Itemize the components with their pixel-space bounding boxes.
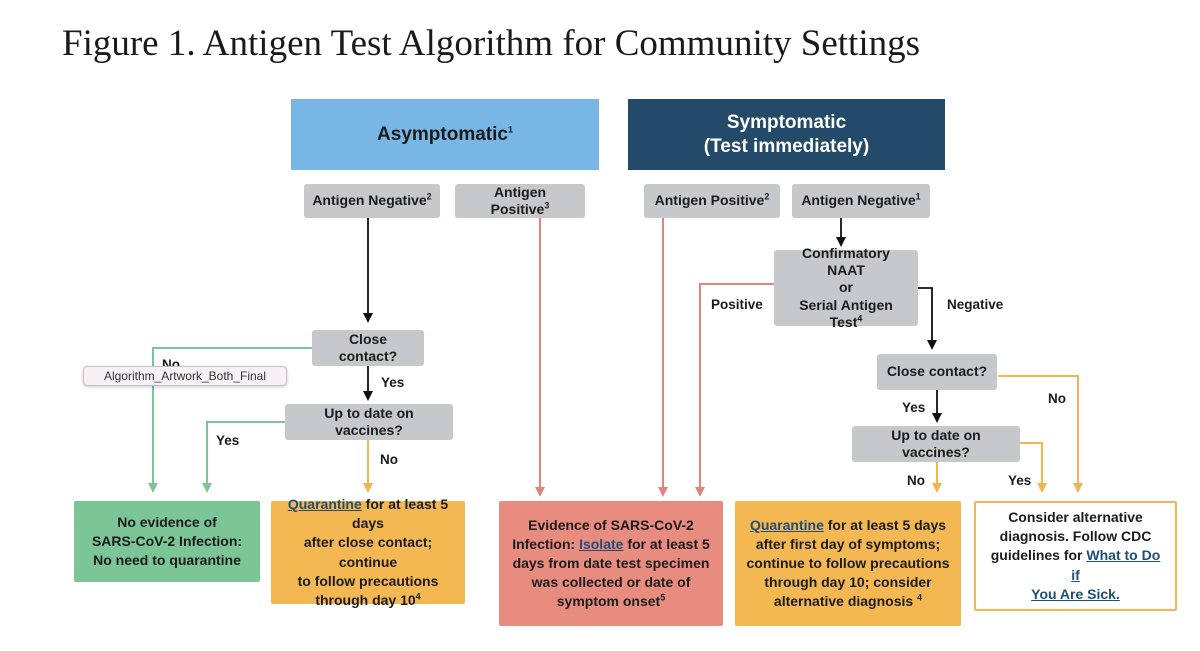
page-title: Figure 1. Antigen Test Algorithm for Com… <box>62 23 921 64</box>
arrow-sym-confirm-positive-to-evidence <box>695 283 776 497</box>
arrow-sym-vaccine-yes-to-alternative <box>1018 442 1047 493</box>
isolate-link[interactable]: Isolate <box>579 535 624 552</box>
sym-vaccine-yes-label: Yes <box>1008 473 1032 488</box>
sym-contact-no-label: No <box>1048 391 1066 406</box>
arrow-asym-vaccine-yes-to-no-evidence <box>202 421 290 493</box>
sym-confirm-positive-label: Positive <box>711 297 763 312</box>
sym-antigen-positive-box: Antigen Positive2 <box>644 184 780 218</box>
asymptomatic-header-label: Asymptomatic1 <box>377 123 513 145</box>
arrow-asym-contact-no-to-no-evidence <box>148 347 312 493</box>
quarantine-link-symptomatic[interactable]: Quarantine <box>749 516 824 533</box>
asym-vaccine-no-label: No <box>380 452 398 467</box>
symptomatic-header-label: Symptomatic(Test immediately) <box>703 112 870 157</box>
asym-antigen-positive-box: Antigen Positive3 <box>455 184 585 218</box>
image-tooltip: Algorithm_Artwork_Both_Final <box>83 366 287 386</box>
asym-vaccine-yes-label: Yes <box>216 433 240 448</box>
sym-antigen-negative-box: Antigen Negative1 <box>792 184 930 218</box>
sym-vaccines-box: Up to date on vaccines? <box>852 426 1020 462</box>
arrow-sym-contact-no-to-alternative <box>998 375 1083 493</box>
sym-vaccine-no-label: No <box>907 473 925 488</box>
asym-vaccines-box: Up to date on vaccines? <box>285 404 453 440</box>
sym-confirm-negative-label: Negative <box>947 297 1004 312</box>
arrow-sym-confirm-negative-to-contact <box>918 287 937 350</box>
asym-antigen-negative-box: Antigen Negative2 <box>304 184 440 218</box>
sym-contact-yes-label: Yes <box>902 400 926 415</box>
asymptomatic-header: Asymptomatic1 <box>291 99 599 170</box>
asym-contact-yes-label: Yes <box>381 375 405 390</box>
symptomatic-header: Symptomatic(Test immediately) <box>628 99 945 170</box>
quarantine-link[interactable]: Quarantine <box>287 496 362 513</box>
asym-close-contact-box: Close contact? <box>312 330 424 366</box>
sym-close-contact-box: Close contact? <box>877 354 997 390</box>
